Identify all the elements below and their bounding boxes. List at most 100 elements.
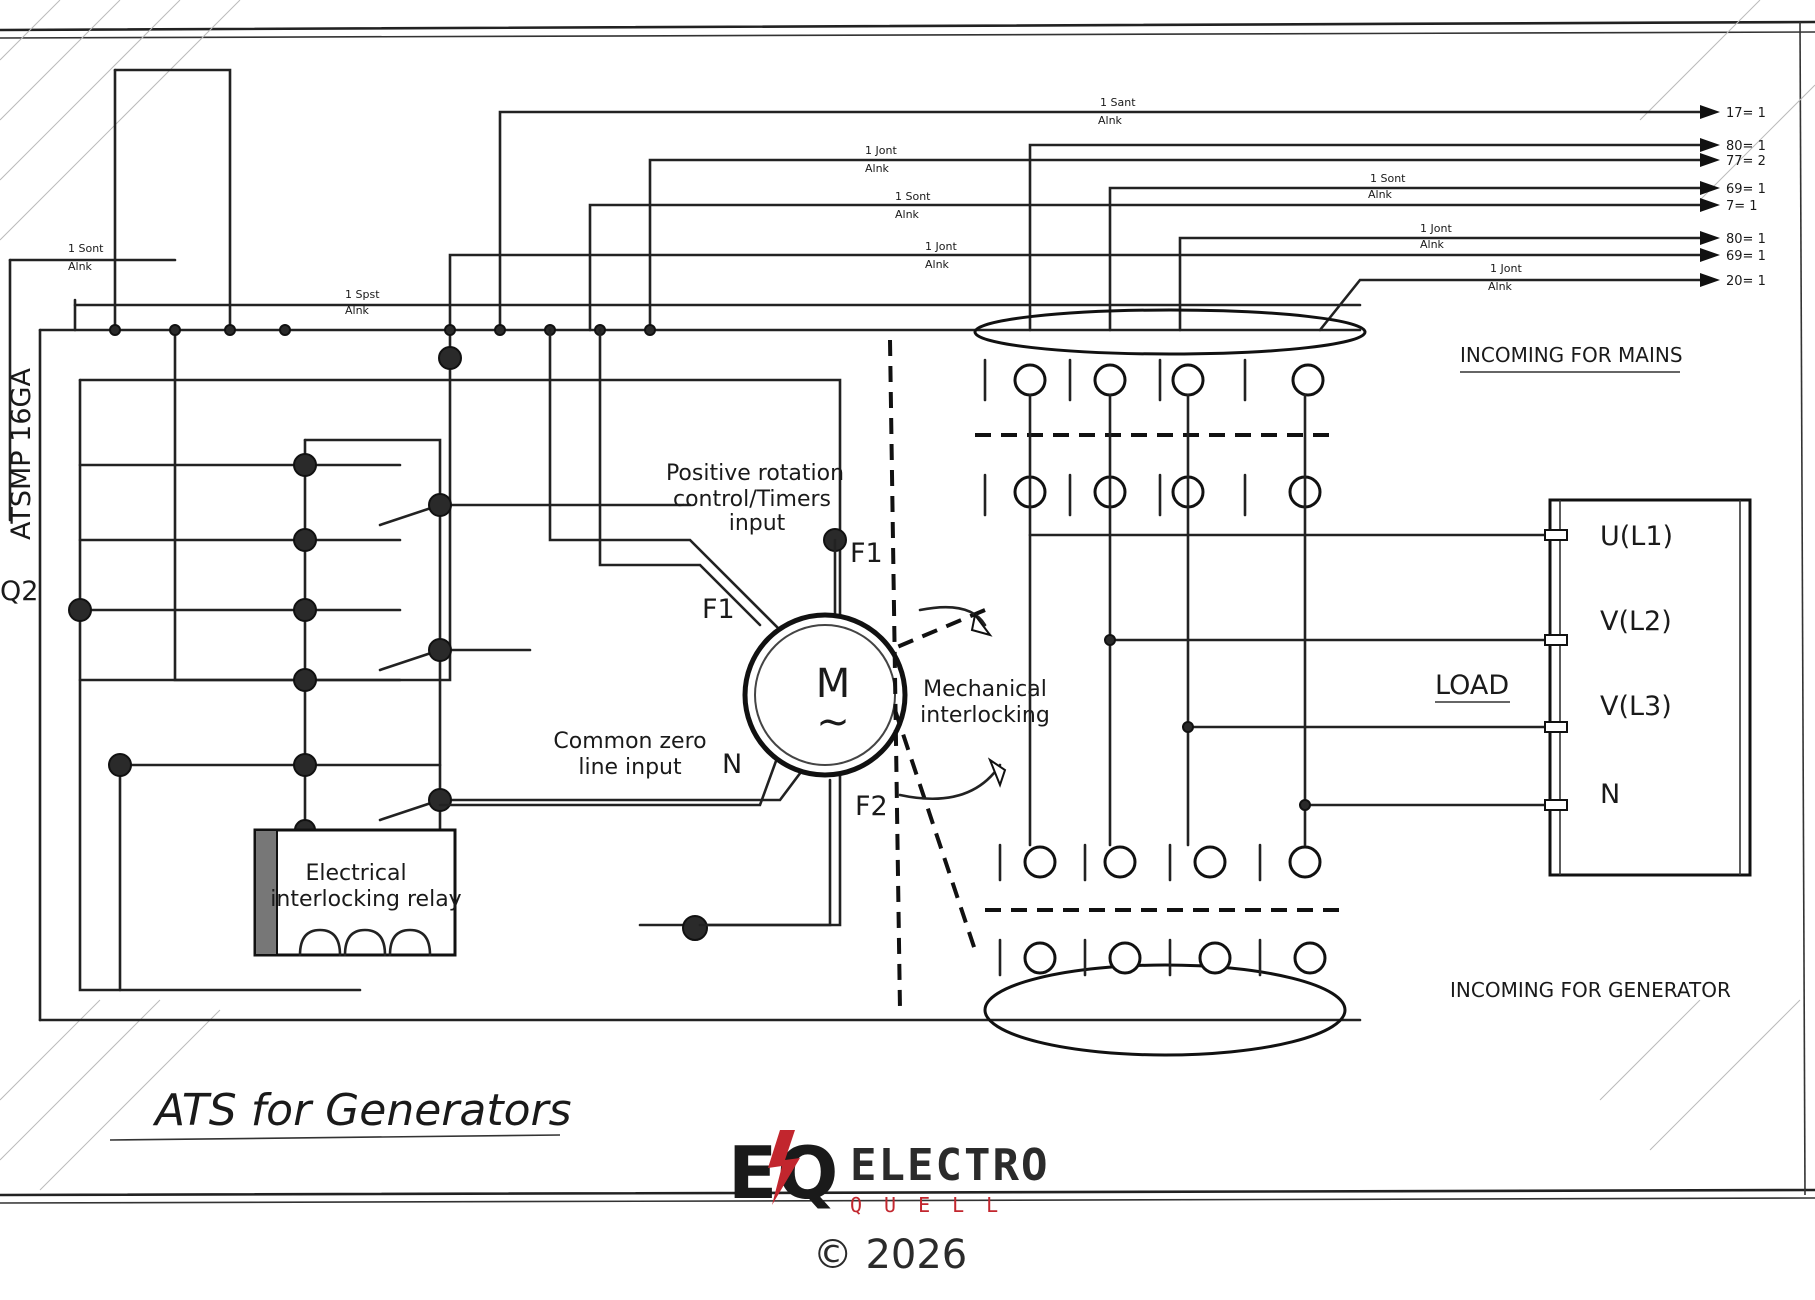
cable-label: Alnk	[895, 208, 920, 221]
cable-label: 1 Jont	[865, 144, 897, 157]
generator-terminal	[1023, 845, 1057, 879]
generator-terminal	[1288, 845, 1322, 879]
phase-junction	[1299, 799, 1311, 811]
hatching	[0, 0, 1815, 1191]
motor-symbol-tilde: ~	[816, 699, 850, 745]
generator-terminal	[1103, 845, 1137, 879]
junction-dot	[224, 324, 236, 336]
relay-node	[293, 528, 317, 552]
junction-dot	[279, 324, 291, 336]
output-label: 20= 1	[1726, 274, 1766, 289]
phase-label-u: U(L1)	[1600, 521, 1673, 552]
generator-terminal	[1023, 941, 1057, 975]
f2-label: F2	[855, 791, 888, 822]
cable-label: 1 Sont	[1370, 172, 1406, 185]
junction-dot	[644, 324, 656, 336]
copyright: © 2026	[813, 1232, 968, 1278]
incoming-mains-label: INCOMING FOR MAINS	[1460, 343, 1683, 367]
cable-label: Alnk	[925, 258, 950, 271]
cable-label: 1 Spst	[345, 288, 380, 301]
junction-dot	[494, 324, 506, 336]
positive-rotation-label: Positive rotation	[666, 461, 844, 486]
positive-rotation-label: input	[729, 511, 786, 536]
incoming-generator-label: INCOMING FOR GENERATOR	[1450, 978, 1731, 1002]
cable-label: 1 Jont	[1490, 262, 1522, 275]
sketch-border	[0, 20, 1815, 1204]
mechanical-interlock	[888, 339, 1007, 1011]
relay-node	[438, 346, 462, 370]
mechanical-interlocking-label: Mechanical	[923, 677, 1047, 702]
motor-circle	[742, 612, 908, 778]
relay-node	[428, 788, 452, 812]
relay-label-line: Electrical	[305, 861, 406, 886]
diagram-title: ATS for Generators	[152, 1085, 572, 1136]
relay-node	[293, 598, 317, 622]
cable-label: Alnk	[345, 304, 370, 317]
f1-right-label: F1	[850, 538, 883, 569]
brand-name: ELECTRO	[850, 1140, 1049, 1191]
phase-label-v3: V(L3)	[1600, 691, 1672, 722]
cable-label: 1 Sont	[895, 190, 931, 203]
output-label: 77= 2	[1726, 154, 1766, 169]
cable-label: Alnk	[1098, 114, 1123, 127]
cable-label: Alnk	[68, 260, 93, 273]
generator-terminal	[1293, 941, 1327, 975]
relay-label-line: interlocking relay	[270, 887, 461, 912]
output-label: 17= 1	[1726, 106, 1766, 121]
mains-terminal	[1013, 363, 1047, 397]
phase-label-v2: V(L2)	[1600, 606, 1672, 637]
relay-ladder	[68, 346, 847, 992]
electrical-interlocking-relay: Electrical interlocking relay	[253, 828, 462, 957]
output-arrows	[1700, 105, 1720, 287]
generator-terminal	[1108, 941, 1142, 975]
phase-junction	[1182, 721, 1194, 733]
output-label: 69= 1	[1726, 249, 1766, 264]
cable-label: 1 Sont	[68, 242, 104, 255]
relay-node	[293, 753, 317, 777]
cable-label: 1 Jont	[925, 240, 957, 253]
relay-node	[682, 915, 708, 941]
incoming-labels: INCOMING FOR MAINS INCOMING FOR GENERATO…	[1450, 343, 1731, 1002]
mains-terminal	[1171, 363, 1205, 397]
output-labels: 17= 1 80= 1 77= 2 69= 1 7= 1 80= 1 69= 1…	[1726, 106, 1766, 289]
cable-label: Alnk	[865, 162, 890, 175]
top-cables	[8, 68, 1702, 682]
generator-terminal	[1198, 941, 1232, 975]
mains-contactor	[973, 308, 1367, 517]
output-label: 80= 1	[1726, 232, 1766, 247]
device-label: ATSMP 16GA	[6, 368, 37, 540]
generator-terminal	[1193, 845, 1227, 879]
load-label: LOAD	[1435, 670, 1509, 701]
f1-left-label: F1	[702, 594, 735, 625]
diagram-title-group: ATS for Generators	[109, 1085, 572, 1141]
cable-label: Alnk	[1368, 188, 1393, 201]
load-box: U(L1) V(L2) V(L3) N LOAD	[1435, 498, 1752, 877]
cable-label: Alnk	[1488, 280, 1513, 293]
side-label: Q2	[0, 576, 38, 607]
mains-terminal	[1291, 363, 1325, 397]
output-label: 7= 1	[1726, 199, 1758, 214]
motor-symbol-m: M	[816, 661, 851, 707]
cable-annotations: 1 Sant Alnk 1 Jont Alnk 1 Sont Alnk 1 So…	[68, 96, 1522, 317]
generator-contactor	[983, 843, 1347, 1057]
junction-dot	[169, 324, 181, 336]
phase-label-n: N	[1600, 779, 1620, 810]
relay-node	[108, 753, 132, 777]
junction-dot	[444, 324, 456, 336]
motor: M ~	[438, 328, 908, 927]
cable-label: 1 Jont	[1420, 222, 1452, 235]
mains-terminal	[1093, 363, 1127, 397]
common-zero-label: line input	[578, 755, 682, 780]
common-zero-label: Common zero	[553, 729, 706, 754]
relay-node	[68, 598, 92, 622]
mechanical-interlocking-label: interlocking	[920, 703, 1050, 728]
brand-logo: EQ ELECTRO QUELL © 2026	[728, 1130, 1049, 1278]
relay-node	[428, 638, 452, 662]
relay-node	[293, 668, 317, 692]
relay-node	[293, 453, 317, 477]
annotation-labels: Positive rotation control/Timers input C…	[0, 368, 1050, 822]
bolt-icon	[768, 1130, 800, 1205]
junction-dot	[109, 324, 121, 336]
